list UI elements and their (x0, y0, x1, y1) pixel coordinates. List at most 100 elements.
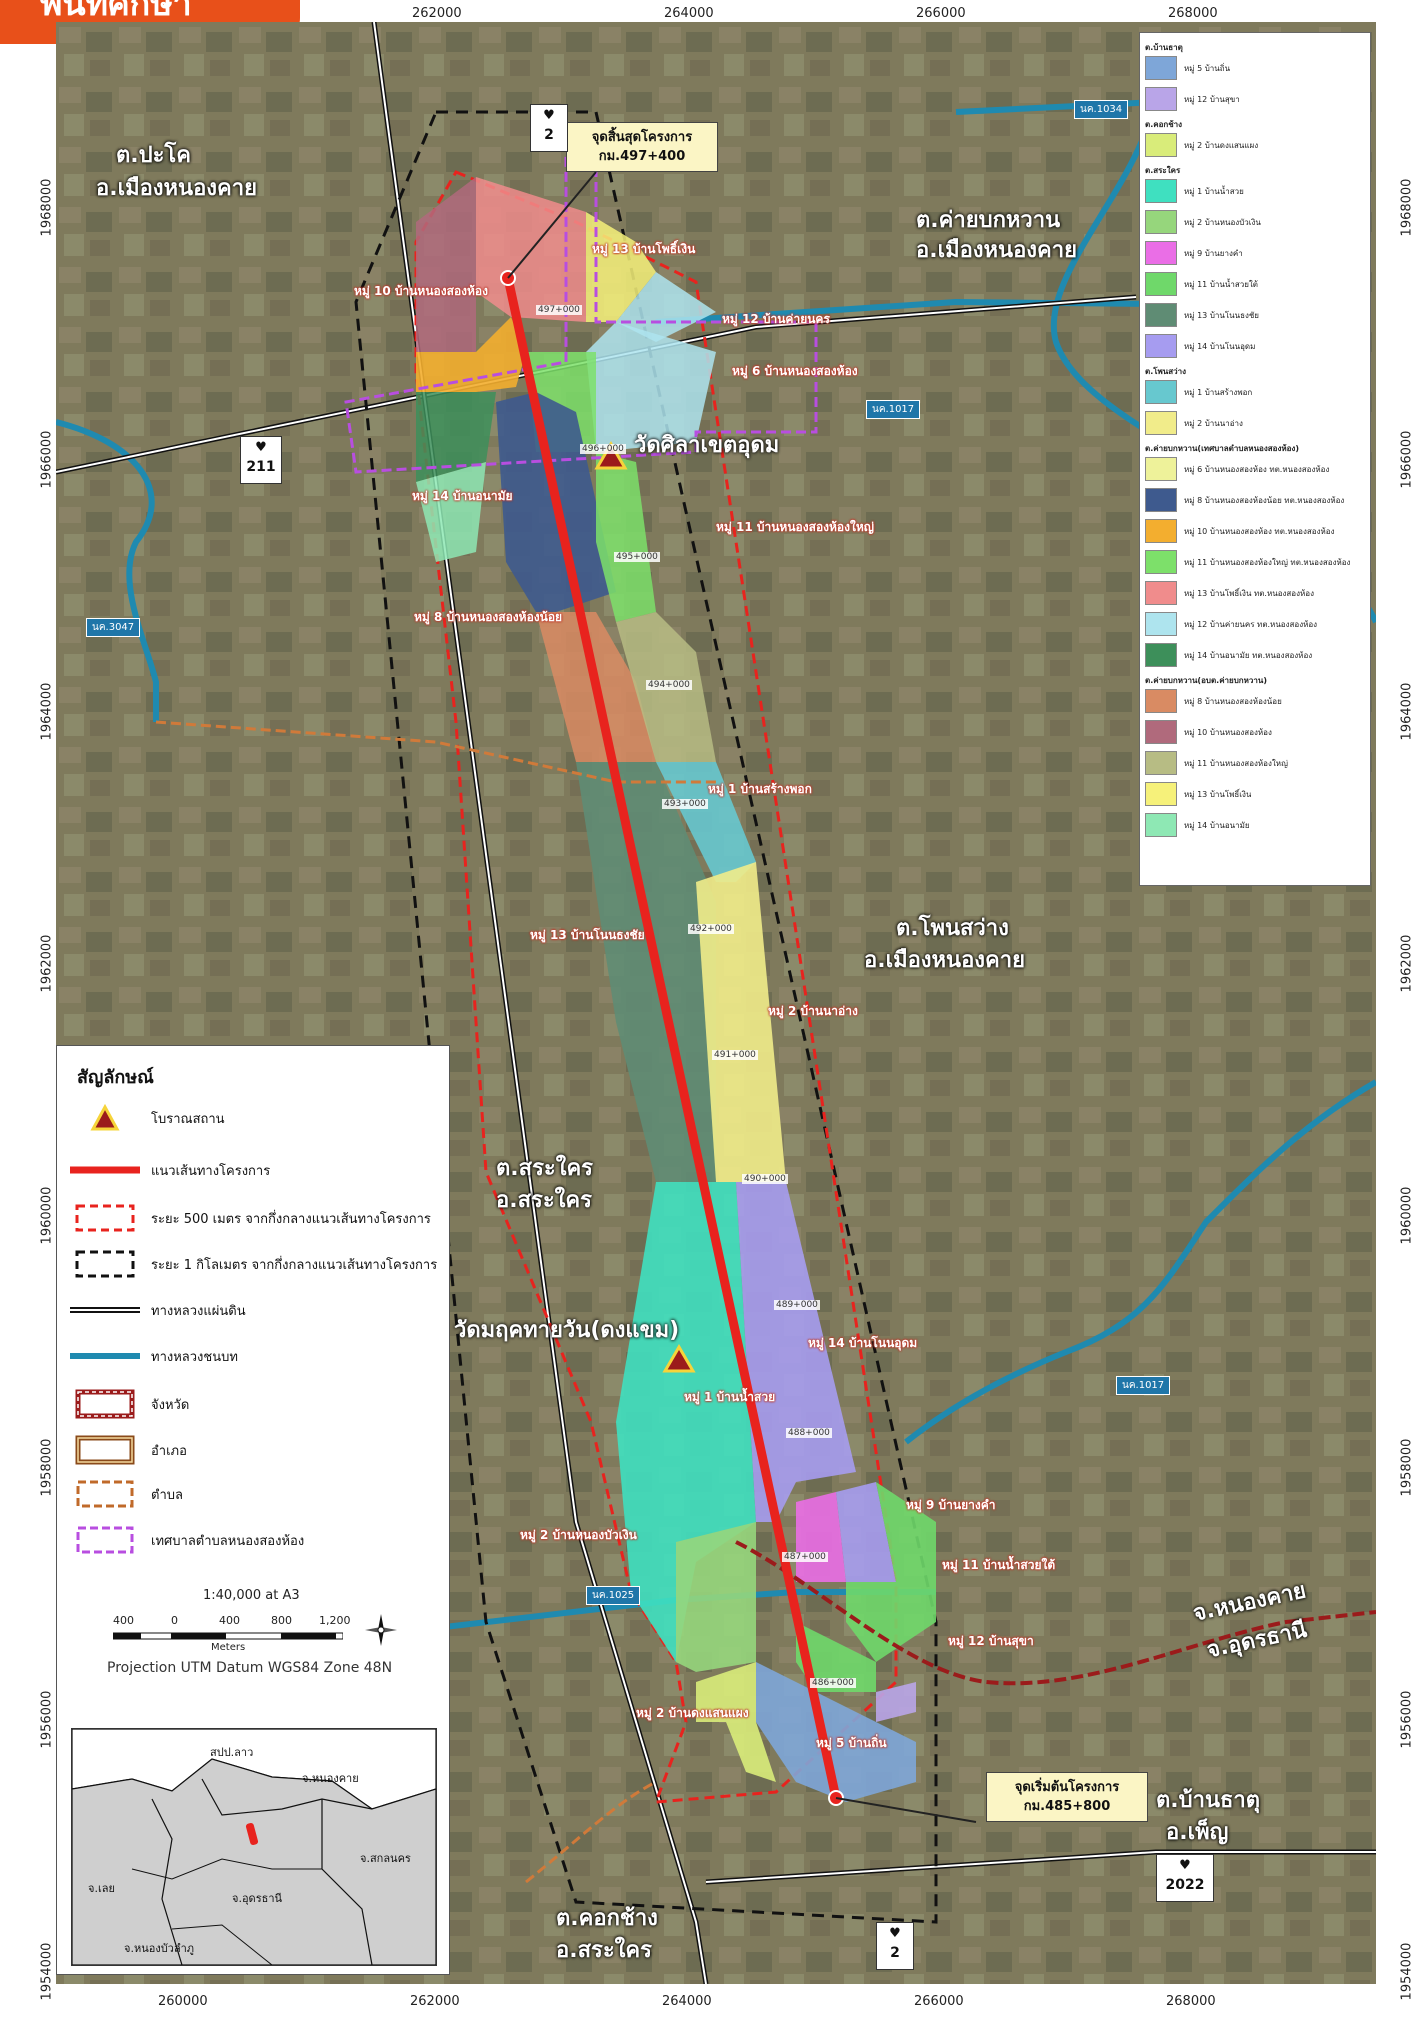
zone-10-nongsonghong (416, 177, 476, 352)
legend-village-item: หมู่ 14 บ้านโนนอุดม (1145, 334, 1365, 358)
callout-start-title: จุดเริ่มต้นโครงการ (1014, 1780, 1120, 1795)
legend-village-item: หมู่ 14 บ้านอนามัย (1145, 813, 1365, 837)
place-pakho-district: อ.เมืองหนองคาย (96, 176, 258, 201)
village-14-anamai: หมู่ 14 บ้านอนามัย (412, 489, 513, 503)
legend-color-swatch (1145, 813, 1177, 837)
district-boundary-south (525, 1780, 657, 1884)
legend-color-swatch (1145, 380, 1177, 404)
callout-project-start: จุดเริ่มต้นโครงการ กม.485+800 (986, 1772, 1148, 1822)
legend-symbols: สัญลักษณ์ โบราณสถาน แนวเส้นทางโครงการ ระ… (56, 1045, 450, 1975)
legend-color-swatch (1145, 87, 1177, 111)
scale-unit: Meters (211, 1642, 246, 1653)
legend-item-monument: โบราณสถาน (69, 1098, 439, 1138)
scale-tick-0: 0 (171, 1614, 178, 1627)
callout-project-end: จุดสิ้นสุดโครงการ กม.497+400 (566, 122, 718, 172)
scale-tick-1200: 1,200 (319, 1614, 351, 1627)
legend-color-swatch (1145, 272, 1177, 296)
legend-group-title: ต.บ้านธาตุ (1145, 43, 1183, 52)
buffer-1km (354, 110, 938, 1924)
y-tick-left-1966000: 1966000 (39, 430, 55, 489)
village-8-nongsonghongnoi: หมู่ 8 บ้านหนองสองห้องน้อย (414, 610, 563, 624)
province-boundary (735, 1540, 1376, 1686)
legend-village-item: หมู่ 10 บ้านหนองสองห้อง (1145, 720, 1365, 744)
y-tick-left-1960000: 1960000 (39, 1186, 55, 1245)
legend-village-item: หมู่ 2 บ้านหนองบัวเงิน (1145, 210, 1365, 234)
x-tick-top-268000: 268000 (1168, 6, 1218, 21)
road-tag-1017-south: นค.1017 (1116, 1376, 1171, 1395)
road-tag-1017-north: นค.1017 (866, 400, 921, 419)
legend-village-label: หมู่ 11 บ้านน้ำสวยใต้ (1184, 279, 1258, 289)
compass-rose-icon (363, 1612, 399, 1648)
legend-label-national-highway: ทางหลวงแผ่นดิน (151, 1303, 246, 1319)
legend-item-province: จังหวัด (69, 1384, 439, 1424)
legend-item-subdistrict: ตำบล (69, 1474, 439, 1514)
village-6-nongsonghong: หมู่ 6 บ้านหนองสองห้อง (732, 364, 858, 378)
village-14-nonudom: หมู่ 14 บ้านโนนอุดม (808, 1336, 918, 1350)
rural-road-1017-south (904, 1079, 1376, 1445)
x-tick-bottom-264000: 264000 (662, 1994, 712, 2009)
village-1-sangphok: หมู่ 1 บ้านสร้างพอก (708, 782, 812, 796)
village-11-nongsonghongyai: หมู่ 11 บ้านหนองสองห้องใหญ่ (716, 520, 874, 534)
rural-road-1017-north (655, 298, 1157, 325)
monument-triangle-icon (69, 1103, 141, 1133)
legend-village-label: หมู่ 14 บ้านอนามัย ทต.หนองสองห้อง (1184, 650, 1313, 660)
legend-color-swatch (1145, 56, 1177, 80)
legend-village-label: หมู่ 2 บ้านหนองบัวเงิน (1184, 217, 1261, 227)
y-tick-left-1958000: 1958000 (39, 1438, 55, 1497)
y-tick-right-1958000: 1958000 (1399, 1438, 1415, 1497)
legend-label-district: อำเภอ (151, 1443, 187, 1459)
km-490: 490+000 (742, 1174, 788, 1184)
legend-village-label: หมู่ 13 บ้านโพธิ์เงิน ทต.หนองสองห้อง (1184, 588, 1314, 598)
legend-village-item: หมู่ 12 บ้านค่ายนคร ทต.หนองสองห้อง (1145, 612, 1365, 636)
place-khaibok-subdistrict: ต.ค่ายบกหวาน (916, 208, 1061, 233)
header-title: พื้นที่ศึกษา (40, 0, 192, 24)
x-tick-bottom-268000: 268000 (1166, 1994, 1216, 2009)
end-callout-line (507, 171, 597, 279)
place-khaibok-district: อ.เมืองหนองคาย (916, 238, 1078, 263)
y-tick-right-1960000: 1960000 (1399, 1186, 1415, 1245)
road-tag-1025: นค.1025 (586, 1586, 641, 1605)
highway-emblem-icon: ♥ (255, 440, 267, 455)
legend-color-swatch (1145, 550, 1177, 574)
legend-color-swatch (1145, 689, 1177, 713)
route-line-icon (69, 1155, 141, 1185)
scale-tick-400: 400 (219, 1614, 240, 1627)
legend-village-label: หมู่ 13 บ้านโพธิ์เงิน (1184, 789, 1252, 799)
legend-village-item: หมู่ 13 บ้านโนนธงชัย (1145, 303, 1365, 327)
place-phonsawang-subdistrict: ต.โพนสว่าง (896, 916, 1009, 941)
km-495: 495+000 (614, 552, 660, 562)
callout-start-km: กม.485+800 (1023, 1799, 1111, 1814)
y-tick-right-1954000: 1954000 (1399, 1942, 1415, 2001)
highway-2-shield-north: ♥ 2 (530, 104, 568, 152)
highway-emblem-icon: ♥ (889, 1926, 901, 1941)
y-tick-right-1964000: 1964000 (1399, 682, 1415, 741)
village-12-sukha: หมู่ 12 บ้านสุขา (948, 1634, 1034, 1648)
legend-item-district: อำเภอ (69, 1430, 439, 1470)
legend-item-route: แนวเส้นทางโครงการ (69, 1150, 439, 1190)
municipality-boundary-icon (69, 1525, 141, 1555)
legend-label-subdistrict: ตำบล (151, 1487, 183, 1503)
legend-village-item: หมู่ 11 บ้านน้ำสวยใต้ (1145, 272, 1365, 296)
highway-2-number-south: 2 (890, 1945, 900, 1961)
inset-locator-map: สปป.ลาว จ.หนองคาย จ.สกลนคร จ.เลย จ.อุดรธ… (71, 1728, 437, 1966)
zone-10-orange-west (416, 352, 476, 392)
y-tick-left-1964000: 1964000 (39, 682, 55, 741)
callout-end-km: กม.497+400 (598, 149, 686, 164)
place-bantatu-subdistrict: ต.บ้านธาตุ (1156, 1788, 1261, 1813)
legend-group-title: ต.คอกช้าง (1145, 120, 1183, 129)
inset-map-graphics (72, 1729, 436, 1965)
legend-color-swatch (1145, 782, 1177, 806)
legend-village-label: หมู่ 14 บ้านอนามัย (1184, 820, 1250, 830)
zone-2-nongbuangoen (676, 1522, 756, 1672)
zone-11-nongsonghongyai (596, 452, 656, 622)
legend-village-item: หมู่ 13 บ้านโพธิ์เงิน (1145, 782, 1365, 806)
legend-group-title: ต.โพนสว่าง (1145, 367, 1187, 376)
legend-village-label: หมู่ 13 บ้านโนนธงชัย (1184, 310, 1259, 320)
highway-211-shield: ♥ 211 (240, 436, 282, 484)
legend-label-monument: โบราณสถาน (151, 1111, 225, 1127)
monument-wat-mrukthayawan-name: วัดมฤคทายวัน(ดงแขม) (454, 1318, 680, 1343)
place-phonsawang-district: อ.เมืองหนองคาย (864, 948, 1026, 973)
legend-village-item: หมู่ 10 บ้านหนองสองห้อง ทต.หนองสองห้อง (1145, 519, 1365, 543)
legend-village-label: หมู่ 11 บ้านหนองสองห้องใหญ่ (1184, 758, 1288, 768)
